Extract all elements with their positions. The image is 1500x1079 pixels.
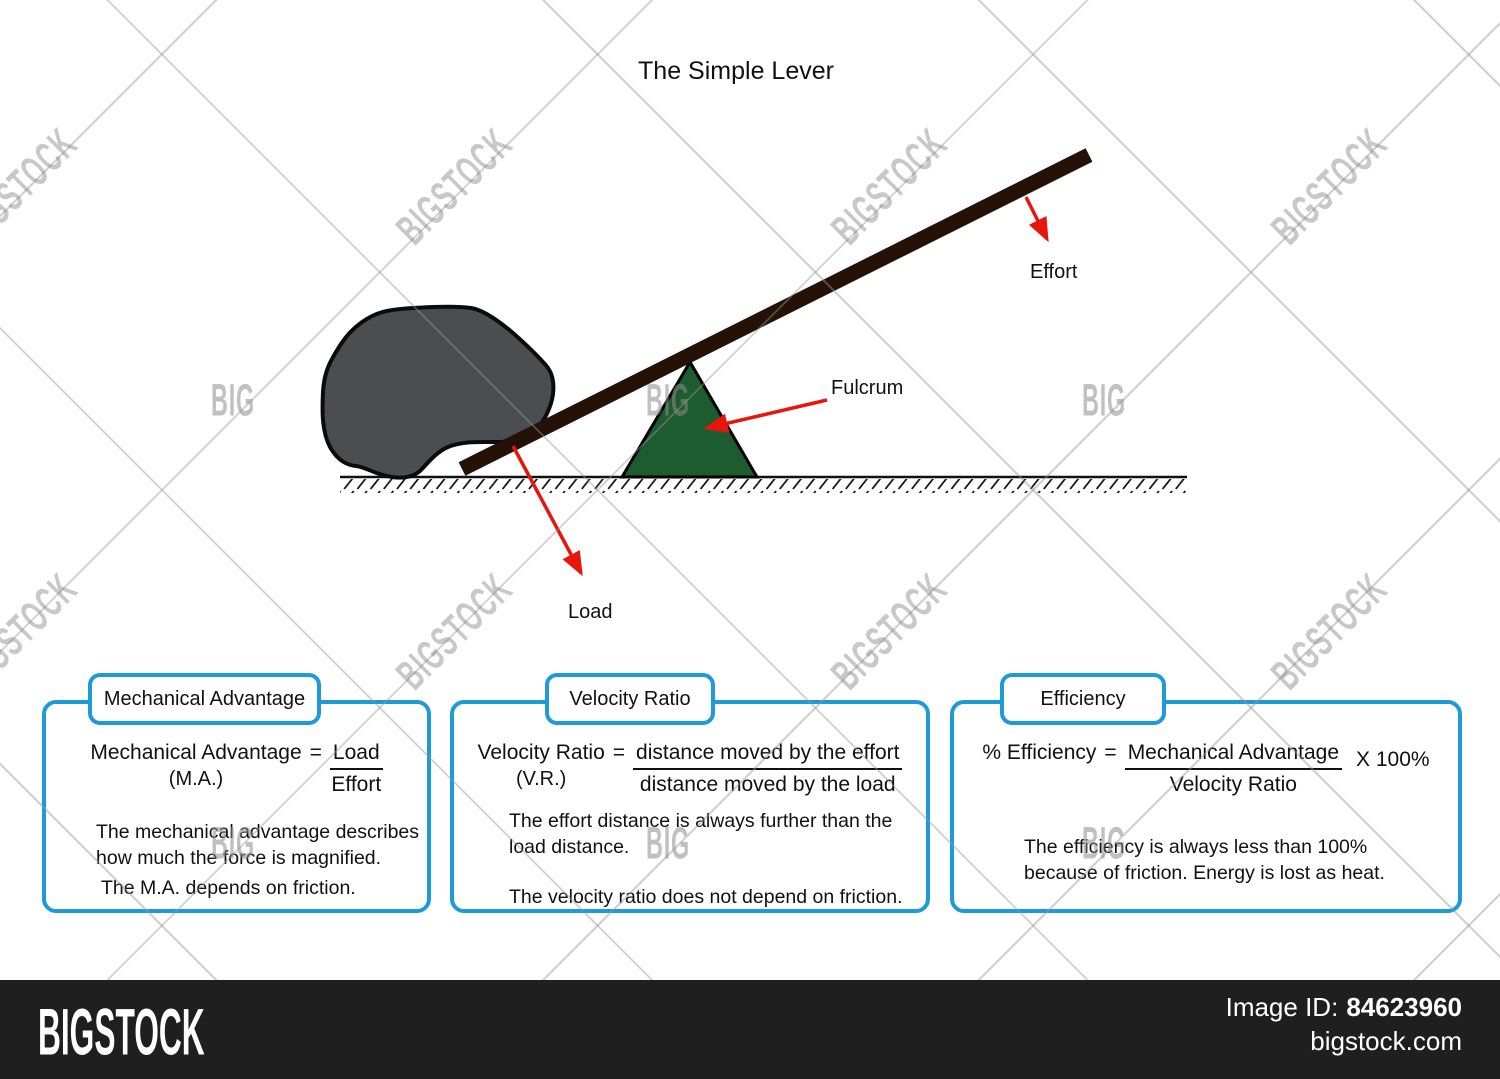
ma-lhs-text: Mechanical Advantage bbox=[90, 741, 302, 764]
ma-fraction: Load Effort bbox=[329, 740, 383, 798]
efficiency-box: Efficiency % Efficiency = Mechanical Adv… bbox=[950, 673, 1462, 913]
ma-formula-lhs: Mechanical Advantage (M.A.) bbox=[90, 740, 301, 792]
vr-note-2: The velocity ratio does not depend on fr… bbox=[509, 886, 903, 908]
eff-denominator: Velocity Ratio bbox=[1169, 773, 1297, 796]
eff-multiplier: X 100% bbox=[1356, 748, 1430, 771]
vr-lhs-text: Velocity Ratio bbox=[477, 741, 605, 764]
eff-formula: % Efficiency = Mechanical Advantage Velo… bbox=[954, 740, 1458, 798]
site-url: bigstock.com bbox=[1310, 1026, 1462, 1056]
ma-note-2: The M.A. depends on friction. bbox=[101, 877, 356, 899]
ma-formula: Mechanical Advantage (M.A.) = Load Effor… bbox=[46, 740, 427, 798]
ground-hatching bbox=[340, 479, 1187, 493]
image-id-line: Image ID:84623960 bbox=[1226, 990, 1462, 1024]
load-arrow bbox=[511, 445, 583, 577]
equals-sign: = bbox=[612, 741, 626, 764]
mechanical-advantage-box: Mechanical Advantage Mechanical Advantag… bbox=[42, 673, 431, 913]
effort-label: Effort bbox=[1030, 261, 1078, 283]
mechanical-advantage-tab: Mechanical Advantage bbox=[88, 673, 321, 725]
eff-lhs-text: % Efficiency bbox=[982, 741, 1097, 764]
fulcrum-label: Fulcrum bbox=[831, 377, 904, 399]
image-meta: Image ID:84623960 bigstock.com bbox=[1226, 990, 1462, 1058]
efficiency-tab: Efficiency bbox=[1000, 673, 1166, 725]
eff-note-1: The efficiency is always less than 100% … bbox=[1024, 836, 1385, 884]
eff-fraction: Mechanical Advantage Velocity Ratio bbox=[1124, 740, 1342, 798]
ma-note-1: The mechanical advantage describes how m… bbox=[96, 821, 420, 869]
velocity-ratio-tab: Velocity Ratio bbox=[545, 673, 715, 725]
lever-beam bbox=[458, 148, 1093, 476]
box-title: Efficiency bbox=[1040, 687, 1126, 710]
effort-arrow bbox=[1024, 196, 1049, 243]
load-rock bbox=[320, 304, 556, 480]
lever-diagram bbox=[320, 148, 1187, 577]
box-title: Velocity Ratio bbox=[569, 687, 691, 710]
image-id-value: 84623960 bbox=[1346, 992, 1462, 1022]
eff-numerator: Mechanical Advantage bbox=[1124, 740, 1342, 770]
vr-denominator: distance moved by the load bbox=[639, 773, 896, 796]
image-id-label: Image ID: bbox=[1225, 992, 1339, 1022]
box-title: Mechanical Advantage bbox=[103, 687, 306, 710]
vr-numerator: distance moved by the effort bbox=[633, 740, 903, 770]
vr-abbrev: (V.R.) bbox=[515, 768, 567, 790]
ma-abbrev: (M.A.) bbox=[168, 768, 224, 790]
fulcrum-arrow bbox=[703, 398, 828, 433]
ma-numerator: Load bbox=[329, 740, 383, 770]
page-title: The Simple Lever bbox=[638, 57, 834, 85]
vr-fraction: distance moved by the effort distance mo… bbox=[633, 740, 903, 798]
vr-formula-lhs: Velocity Ratio (V.R.) bbox=[478, 740, 605, 792]
vr-formula: Velocity Ratio (V.R.) = distance moved b… bbox=[454, 740, 926, 798]
vr-note-1: The effort distance is always further th… bbox=[509, 810, 893, 858]
equals-sign: = bbox=[1104, 741, 1117, 764]
ma-denominator: Effort bbox=[331, 773, 382, 796]
bigstock-logo: BIGSTOCK bbox=[38, 996, 205, 1070]
velocity-ratio-box: Velocity Ratio Velocity Ratio (V.R.) = d… bbox=[450, 673, 930, 913]
load-label: Load bbox=[568, 601, 613, 623]
footer-bar: BIGSTOCK Image ID:84623960 bigstock.com bbox=[0, 980, 1500, 1079]
equals-sign: = bbox=[309, 741, 322, 764]
eff-formula-lhs: % Efficiency bbox=[982, 740, 1096, 766]
